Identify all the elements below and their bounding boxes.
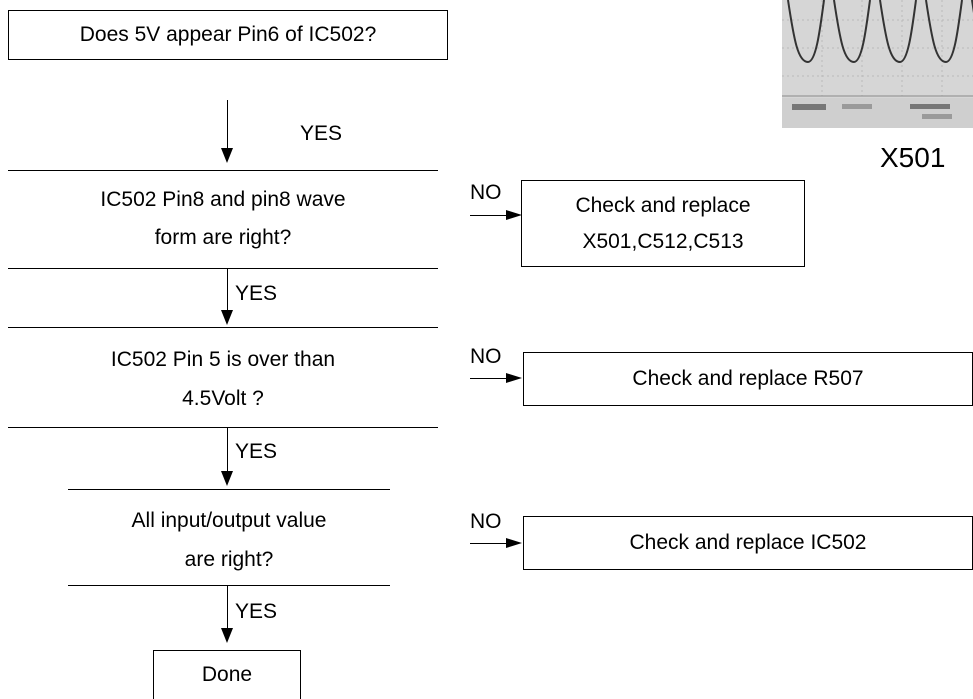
step-3-bottom-line	[68, 585, 390, 586]
step-1-question-line2: form are right?	[154, 226, 292, 249]
no-action-1-line1: Check and replace	[575, 193, 751, 217]
flow-arrow-1-head	[221, 148, 233, 163]
yes-label-4: YES	[235, 600, 278, 623]
step-2-bottom-line	[8, 427, 438, 428]
no-label-3: NO	[470, 510, 502, 533]
no-arrow-1-line	[470, 215, 510, 216]
no-arrow-1-head	[506, 210, 522, 220]
flow-arrow-4-line	[227, 585, 228, 630]
step-2-question-line2: 4.5Volt ?	[182, 387, 264, 410]
end-box-text: Done	[201, 663, 253, 686]
step-2-question-line1: IC502 Pin 5 is over than	[110, 348, 336, 371]
no-action-1-box: Check and replace X501,C512,C513	[521, 180, 805, 267]
no-arrow-3-line	[470, 543, 510, 544]
flow-arrow-3-line	[227, 427, 228, 473]
oscilloscope-waveform-image	[782, 0, 973, 128]
step-1-top-line	[8, 170, 438, 171]
scope-caption: X501	[880, 142, 946, 173]
no-label-2: NO	[470, 345, 502, 368]
step-1-question-line1: IC502 Pin8 and pin8 wave	[100, 188, 346, 211]
no-arrow-2-line	[470, 378, 510, 379]
flow-arrow-2-line	[227, 268, 228, 312]
step-3-top-line	[68, 489, 390, 490]
step-1-bottom-line	[8, 268, 438, 269]
yes-label-1: YES	[300, 122, 343, 145]
flow-arrow-4-head	[221, 628, 233, 643]
no-arrow-3-head	[506, 538, 522, 548]
step-3-question-line1: All input/output value	[131, 509, 327, 532]
end-box: Done	[153, 650, 301, 699]
start-box: Does 5V appear Pin6 of IC502?	[8, 10, 448, 60]
step-2-top-line	[8, 327, 438, 328]
no-action-1-line2: X501,C512,C513	[582, 229, 744, 253]
yes-label-2: YES	[235, 282, 278, 305]
yes-label-3: YES	[235, 440, 278, 463]
flow-arrow-2-head	[221, 310, 233, 325]
no-label-1: NO	[470, 181, 502, 204]
flow-arrow-1-line	[227, 100, 228, 150]
no-action-3-text: Check and replace IC502	[629, 531, 867, 554]
start-box-text: Does 5V appear Pin6 of IC502?	[79, 23, 377, 46]
flow-arrow-3-head	[221, 471, 233, 486]
no-action-2-box: Check and replace R507	[523, 352, 973, 406]
waveform-graphic	[782, 0, 973, 128]
no-arrow-2-head	[506, 373, 522, 383]
step-3-question-line2: are right?	[184, 548, 274, 571]
no-action-3-box: Check and replace IC502	[523, 516, 973, 570]
no-action-2-text: Check and replace R507	[632, 367, 864, 390]
